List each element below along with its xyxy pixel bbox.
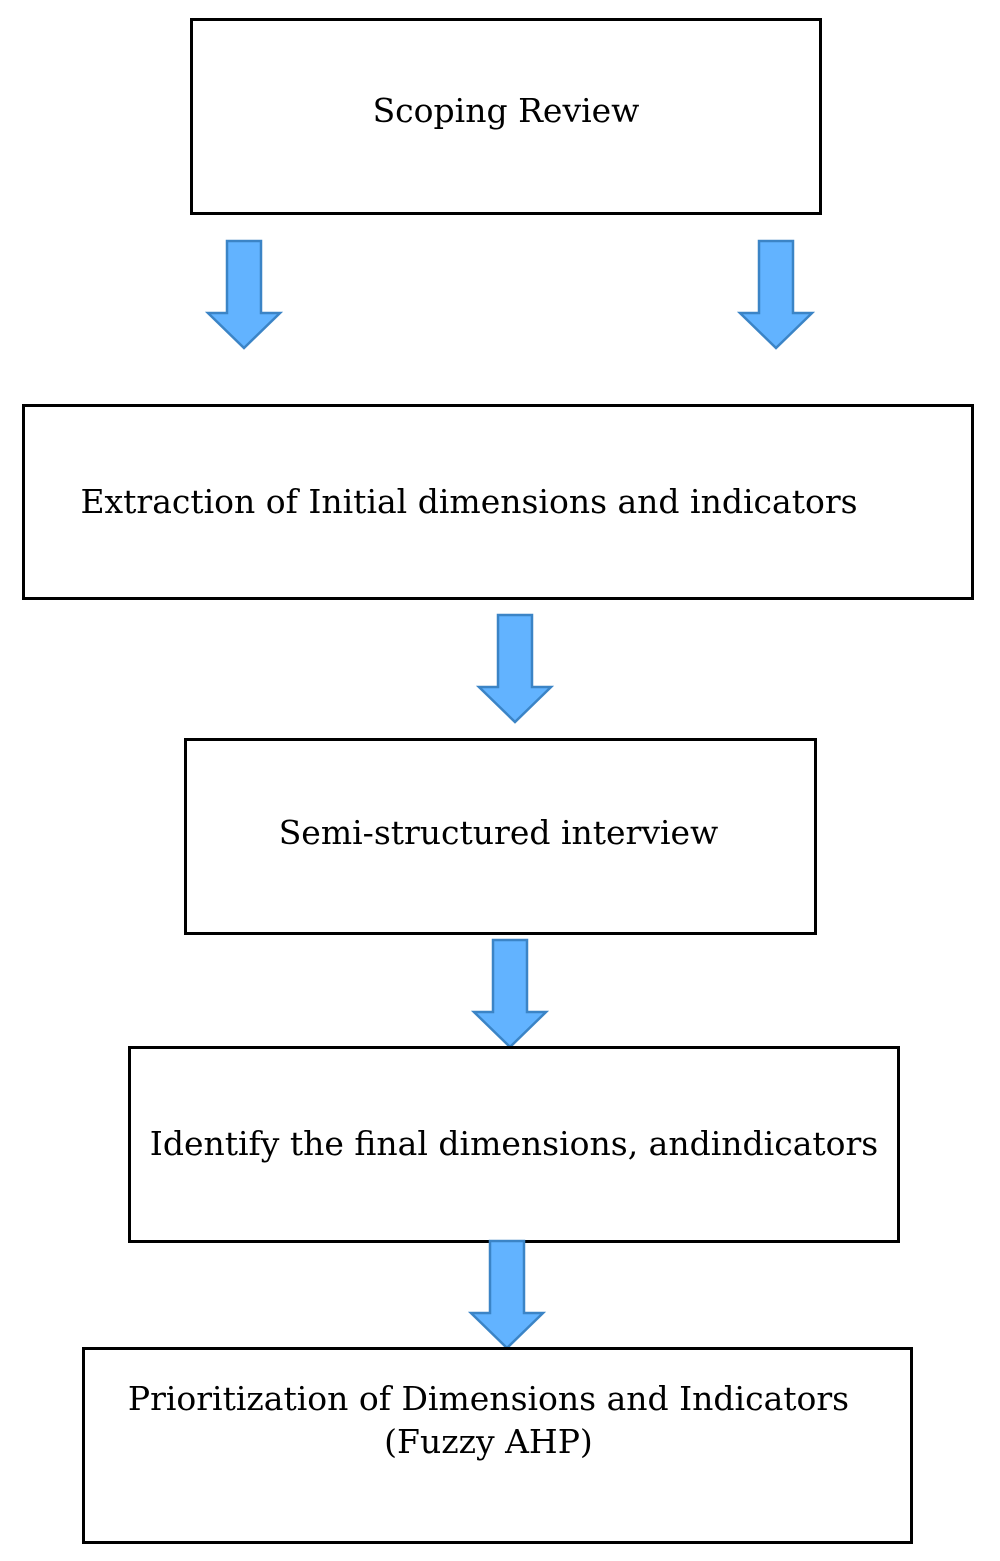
step-box-semi-structured-interview: Semi-structured interview xyxy=(184,738,817,935)
step-box-identify-final: Identify the final dimensions, andindica… xyxy=(128,1046,900,1243)
down-arrow-icon xyxy=(475,613,555,724)
down-arrow-icon xyxy=(736,239,816,350)
step-label-extraction: Extraction of Initial dimensions and ind… xyxy=(80,481,858,521)
down-arrow-icon xyxy=(467,1239,547,1350)
step-label-identify-final: Identify the final dimensions, andindica… xyxy=(149,1124,879,1164)
step-box-prioritization: Prioritization of Dimensions and Indicat… xyxy=(82,1347,913,1544)
step-box-scoping-review: Scoping Review xyxy=(190,18,822,215)
step-label-semi-structured-interview: Semi-structured interview xyxy=(278,813,719,853)
step-label-prioritization-group: Prioritization of Dimensions and Indicat… xyxy=(128,1378,849,1464)
down-arrow-icon xyxy=(204,239,284,350)
step-label-prioritization: Prioritization of Dimensions and Indicat… xyxy=(127,1379,850,1418)
step-label-scoping-review: Scoping Review xyxy=(372,91,640,131)
step-label-fuzzy-ahp: (Fuzzy AHP) xyxy=(384,1421,593,1461)
down-arrow-icon xyxy=(470,938,550,1049)
step-box-extraction: Extraction of Initial dimensions and ind… xyxy=(22,404,974,600)
